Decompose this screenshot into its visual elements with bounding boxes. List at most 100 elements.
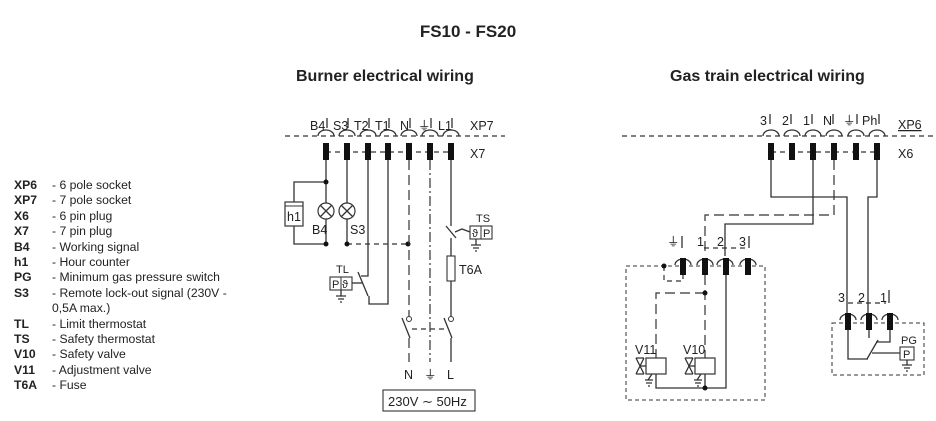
legend-item: PG - Minimum gas pressure switch: [14, 270, 242, 285]
svg-text:V10: V10: [683, 343, 705, 357]
wire-t2: [361, 160, 369, 277]
terminal-label: 2: [717, 235, 724, 249]
legend-desc: - Minimum gas pressure switch: [52, 270, 220, 285]
lamp-b4-icon: [317, 202, 335, 220]
svg-text:V11: V11: [635, 343, 656, 357]
svg-text:P: P: [483, 228, 490, 240]
legend-code: XP6: [14, 178, 38, 192]
pg-connector-labels: 3 2 1: [838, 290, 890, 305]
main-switch: [401, 316, 454, 362]
legend-desc: - Safety valve: [52, 347, 126, 362]
ts-switch-contact: [445, 225, 457, 246]
legend-item: XP7 - 7 pole socket: [14, 193, 242, 208]
x6-plug-pins: [768, 143, 880, 160]
ground-icon: [471, 239, 481, 252]
terminal-label: B4: [310, 119, 325, 133]
legend-item: S3 - Remote lock-out signal (230V - 0,5A …: [14, 286, 242, 317]
socket-label-xp6: XP6: [898, 118, 922, 132]
supply-earth-label: ⏚: [424, 368, 437, 382]
legend-desc: - 6 pin plug: [52, 208, 113, 223]
wire-valve-2: [655, 275, 727, 389]
ground-icon: [694, 373, 702, 387]
terminal-label: 2: [858, 291, 865, 305]
xp6-terminal-labels: 3 2 1 N ⏚ Ph XP6 X6: [760, 114, 922, 161]
legend: XP6 - 6 pole socket XP7 - 7 pole socket X6…: [14, 178, 242, 394]
wire-t1: [368, 160, 389, 305]
legend-item: B4- Working signal: [14, 240, 242, 255]
legend-item: X7- 7 pin plug: [14, 224, 242, 239]
legend-desc: - Hour counter: [52, 255, 130, 270]
valve-v11: V11: [635, 343, 667, 387]
terminal-label: 3: [739, 235, 746, 249]
legend-item: V11- Adjustment valve: [14, 363, 242, 378]
diagram-title: FS10 - FS20: [419, 22, 517, 41]
valve-connector-labels: ⏚ 1 2 3: [667, 235, 750, 249]
fuse-t6a: T6A: [446, 255, 483, 282]
legend-item: T6A- Fuse: [14, 378, 242, 393]
legend-code: V10: [14, 347, 36, 362]
gas-train-wiring-heading: Gas train electrical wiring: [670, 68, 865, 85]
wire-valve-earth: [663, 266, 684, 282]
pressure-switch-pg: PG P: [872, 335, 917, 372]
valve-connector-pins: [680, 258, 751, 275]
legend-code: TS: [14, 332, 30, 347]
wire-x6-n: [704, 160, 835, 256]
legend-item: h1- Hour counter: [14, 255, 242, 270]
tl-switch-contact: [357, 271, 369, 297]
terminal-label: ⏚: [843, 114, 856, 128]
terminal-label: 2: [782, 114, 789, 128]
valve-connector-arcs: [674, 258, 757, 266]
supply-neutral-label: N: [404, 368, 413, 382]
legend-item: X6 - 6 pin plug: [14, 209, 242, 224]
socket-label-xp7: XP7: [470, 119, 494, 133]
terminal-label: Ph: [862, 114, 877, 128]
valve-enclosure: [625, 265, 766, 401]
svg-text:TL: TL: [336, 264, 349, 276]
legend-code: S3: [14, 285, 29, 300]
limit-thermostat-tl: TL P ϑ: [329, 264, 362, 303]
legend-desc: - Remote lock-out signal (230V - 0,5A ma…: [52, 285, 227, 316]
lamp-s3-label: S3: [350, 223, 365, 237]
svg-text:ϑ: ϑ: [472, 228, 478, 240]
legend-item: V10 - Safety valve: [14, 347, 242, 362]
legend-code: V11: [14, 362, 36, 377]
terminal-label: N: [400, 119, 409, 133]
legend-code: TL: [14, 316, 29, 331]
xp6-socket-arcs: [762, 129, 886, 137]
legend-item: XP6 - 6 pole socket: [14, 178, 242, 193]
terminal-label: T2: [354, 119, 369, 133]
terminal-label: ⏚: [667, 235, 680, 249]
supply-line-label: L: [447, 368, 454, 382]
hour-counter-h1: h1: [284, 201, 304, 227]
burner-wiring: B4 S3 T2 T1 N ⏚ L1 XP7 X7: [284, 118, 505, 412]
legend-code: T6A: [14, 378, 38, 393]
legend-desc: - Limit thermostat: [52, 316, 147, 331]
legend-desc: - 7 pole socket: [52, 193, 132, 208]
pg-switch-contact: [866, 339, 879, 360]
valve-v10: V10: [683, 343, 716, 387]
ground-icon: [902, 360, 912, 372]
legend-item: TL - Limit thermostat: [14, 317, 242, 332]
legend-desc: - Safety thermostat: [52, 332, 155, 347]
xp7-terminal-labels: B4 S3 T2 T1 N ⏚ L1 XP7 X7: [310, 118, 494, 161]
legend-code: X7: [14, 224, 29, 239]
terminal-label: T1: [375, 119, 390, 133]
svg-text:T6A: T6A: [459, 263, 483, 277]
svg-text:TS: TS: [476, 213, 490, 225]
legend-desc: - 6 pole socket: [52, 178, 132, 192]
ground-icon: [645, 373, 653, 387]
plug-label-x6: X6: [898, 147, 913, 161]
legend-code: X6: [14, 208, 29, 223]
pg-enclosure: [831, 322, 925, 376]
xp7-socket-arcs: [317, 129, 460, 137]
lamp-s3-icon: [338, 202, 356, 220]
terminal-label: 3: [760, 114, 767, 128]
wire-h1: [293, 181, 326, 245]
legend-desc: - Working signal: [52, 239, 140, 254]
svg-text:230V ∼ 50Hz: 230V ∼ 50Hz: [388, 394, 467, 409]
legend-code: PG: [14, 270, 32, 285]
terminal-label: 3: [838, 291, 845, 305]
terminal-label: 1: [697, 235, 704, 249]
wire-x6-ph: [867, 160, 878, 318]
legend-code: XP7: [14, 193, 38, 208]
